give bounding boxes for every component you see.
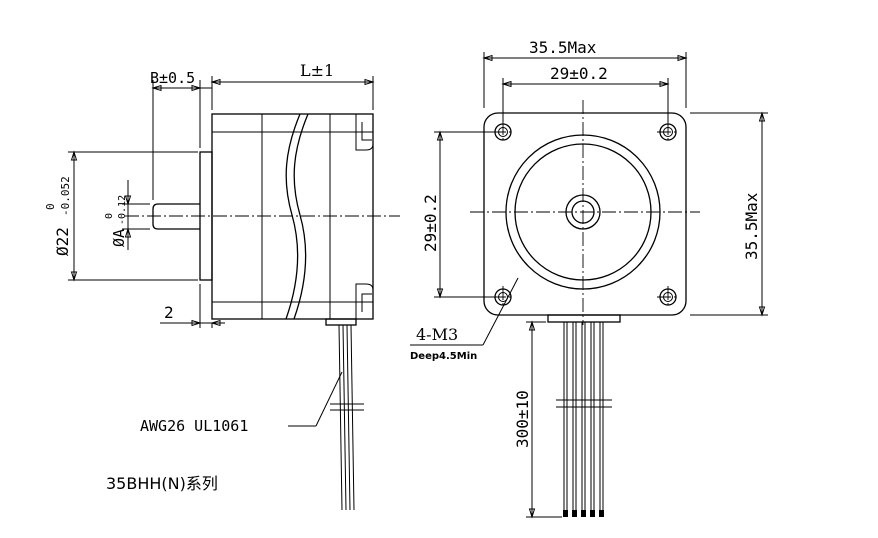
- end-cap-notch-bottom: [355, 283, 374, 319]
- series-label: 35BHH(N)系列: [106, 474, 218, 493]
- dimension-lead-length-label: 300±10: [513, 390, 532, 448]
- end-cap-notch-top: [355, 114, 374, 151]
- dimension-shaft-tol-upper: 0: [104, 213, 115, 219]
- dimension-overall-height-label: 35.5Max: [742, 192, 761, 260]
- dimension-shaft-tol-lower: -0.12: [117, 195, 128, 225]
- motor-shaft: [152, 203, 200, 230]
- dimension-boss-tol-upper: 0: [44, 203, 57, 210]
- motor-body: [211, 113, 374, 320]
- side-view: L±1 B±0.5 2 Ø22 0 -0.052 ØA: [44, 61, 400, 511]
- wire-spec-label: AWG26 UL1061: [140, 417, 248, 435]
- front-view: 35.5Max 29±0.2 29±0.2 35.5Max 4-M3 Deep4…: [410, 38, 768, 519]
- dimension-boss-diameter-label: Ø22: [53, 227, 72, 256]
- dimension-length-label: L±1: [300, 61, 334, 80]
- lead-wire: [338, 324, 343, 511]
- dimension-overall-width-label: 35.5Max: [529, 38, 597, 57]
- dimension-shaft-diameter-label: ØA: [110, 229, 128, 247]
- dimension-hole-pitch-horizontal-label: 29±0.2: [550, 64, 608, 83]
- wire-callout-leader: [315, 371, 343, 427]
- thread-depth-label: Deep4.5Min: [410, 351, 477, 362]
- wire-exit-block: [325, 318, 357, 326]
- break-line-left: [285, 113, 301, 320]
- dimension-hole-pitch-vertical-label: 29±0.2: [421, 194, 440, 252]
- wire-exit-block: [547, 314, 621, 323]
- dimension-boss-label: B±0.5: [150, 69, 195, 87]
- thread-spec-label: 4-M3: [416, 325, 458, 344]
- lead-wire-bundle: [563, 322, 604, 510]
- thread-callout-leader: [482, 277, 519, 346]
- break-line-right: [293, 113, 309, 320]
- dimension-flange-label: 2: [164, 303, 174, 322]
- dimension-boss-tol-lower: -0.052: [59, 176, 72, 216]
